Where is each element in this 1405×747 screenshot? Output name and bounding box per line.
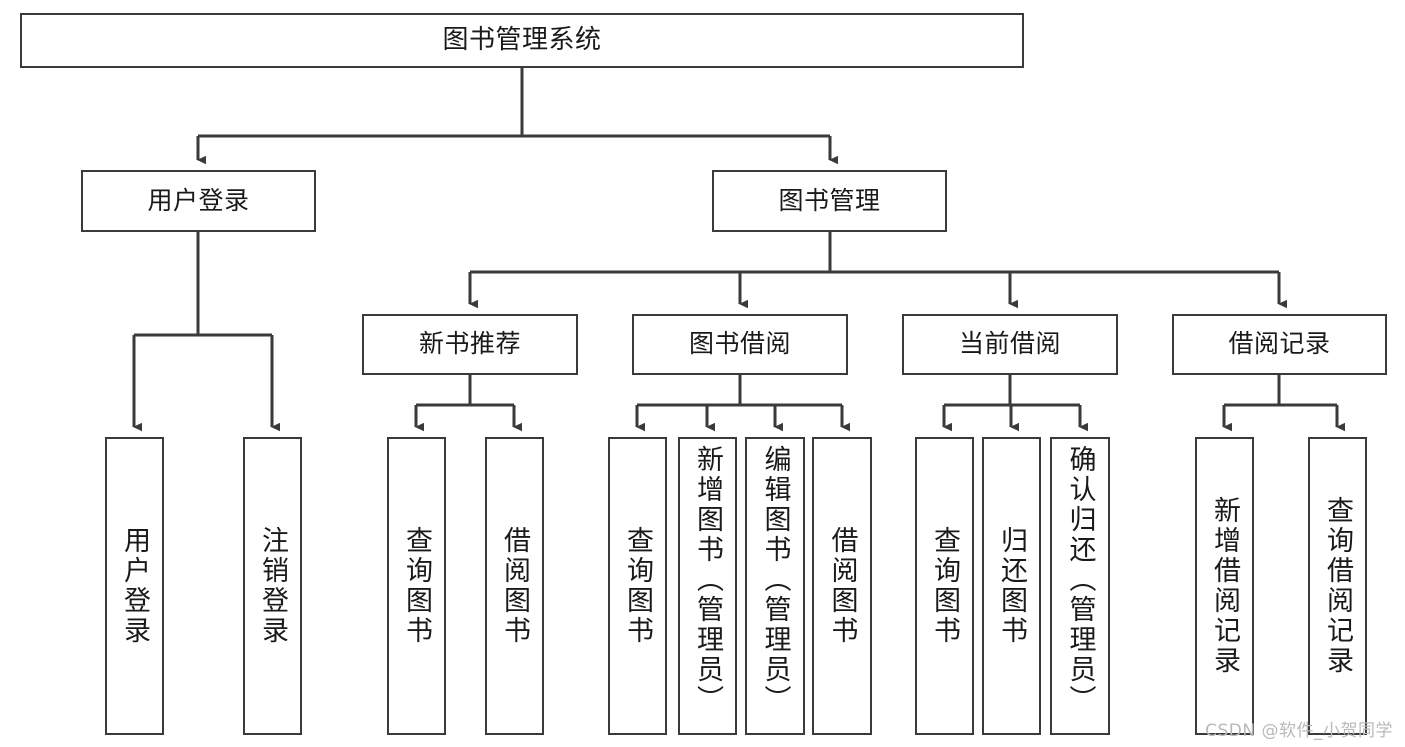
node-leaf-query-book-2[interactable]: 查询图书 — [608, 437, 667, 735]
node-leaf-confirm-return-label: 确认归还（管理员） — [1064, 445, 1096, 715]
node-leaf-borrow-book-1[interactable]: 借阅图书 — [485, 437, 544, 735]
node-leaf-borrow-book-2-label: 借阅图书 — [826, 526, 858, 646]
node-leaf-query-record-label: 查询借阅记录 — [1322, 496, 1353, 676]
node-leaf-logout-login[interactable]: 注销登录 — [243, 437, 302, 735]
node-user-login[interactable]: 用户登录 — [81, 170, 316, 232]
node-leaf-return-book[interactable]: 归还图书 — [982, 437, 1041, 735]
node-leaf-edit-book-label: 编辑图书（管理员） — [759, 445, 791, 715]
node-leaf-add-book[interactable]: 新增图书（管理员） — [678, 437, 737, 735]
node-leaf-confirm-return[interactable]: 确认归还（管理员） — [1050, 437, 1110, 735]
node-leaf-add-book-label: 新增图书（管理员） — [692, 445, 723, 715]
node-current-borrow-label: 当前借阅 — [958, 329, 1061, 359]
node-root-label: 图书管理系统 — [442, 24, 602, 55]
node-leaf-logout-login-label: 注销登录 — [257, 526, 288, 646]
node-leaf-query-book-1-label: 查询图书 — [401, 526, 432, 646]
node-leaf-query-book-1[interactable]: 查询图书 — [387, 437, 446, 735]
node-book-borrow-label: 图书借阅 — [688, 329, 791, 359]
node-new-book-recommend[interactable]: 新书推荐 — [362, 314, 578, 375]
node-user-login-label: 用户登录 — [147, 185, 250, 215]
node-new-book-recommend-label: 新书推荐 — [418, 329, 521, 359]
node-leaf-return-book-label: 归还图书 — [996, 526, 1027, 646]
node-borrow-record[interactable]: 借阅记录 — [1172, 314, 1387, 375]
node-leaf-query-record[interactable]: 查询借阅记录 — [1308, 437, 1367, 735]
node-book-manage[interactable]: 图书管理 — [712, 170, 947, 232]
node-leaf-add-record[interactable]: 新增借阅记录 — [1195, 437, 1254, 735]
node-leaf-query-book-3-label: 查询图书 — [929, 526, 960, 646]
node-leaf-user-login-label: 用户登录 — [119, 526, 150, 646]
node-leaf-user-login[interactable]: 用户登录 — [105, 437, 164, 735]
node-leaf-borrow-book-2[interactable]: 借阅图书 — [812, 437, 872, 735]
node-leaf-add-record-label: 新增借阅记录 — [1209, 496, 1240, 676]
node-leaf-query-book-3[interactable]: 查询图书 — [915, 437, 974, 735]
node-leaf-query-book-2-label: 查询图书 — [622, 526, 653, 646]
node-borrow-record-label: 借阅记录 — [1228, 329, 1331, 359]
node-leaf-borrow-book-1-label: 借阅图书 — [499, 526, 530, 646]
node-current-borrow[interactable]: 当前借阅 — [902, 314, 1118, 375]
node-leaf-edit-book[interactable]: 编辑图书（管理员） — [745, 437, 805, 735]
node-root[interactable]: 图书管理系统 — [20, 13, 1024, 68]
node-book-manage-label: 图书管理 — [778, 185, 881, 215]
node-book-borrow[interactable]: 图书借阅 — [632, 314, 848, 375]
